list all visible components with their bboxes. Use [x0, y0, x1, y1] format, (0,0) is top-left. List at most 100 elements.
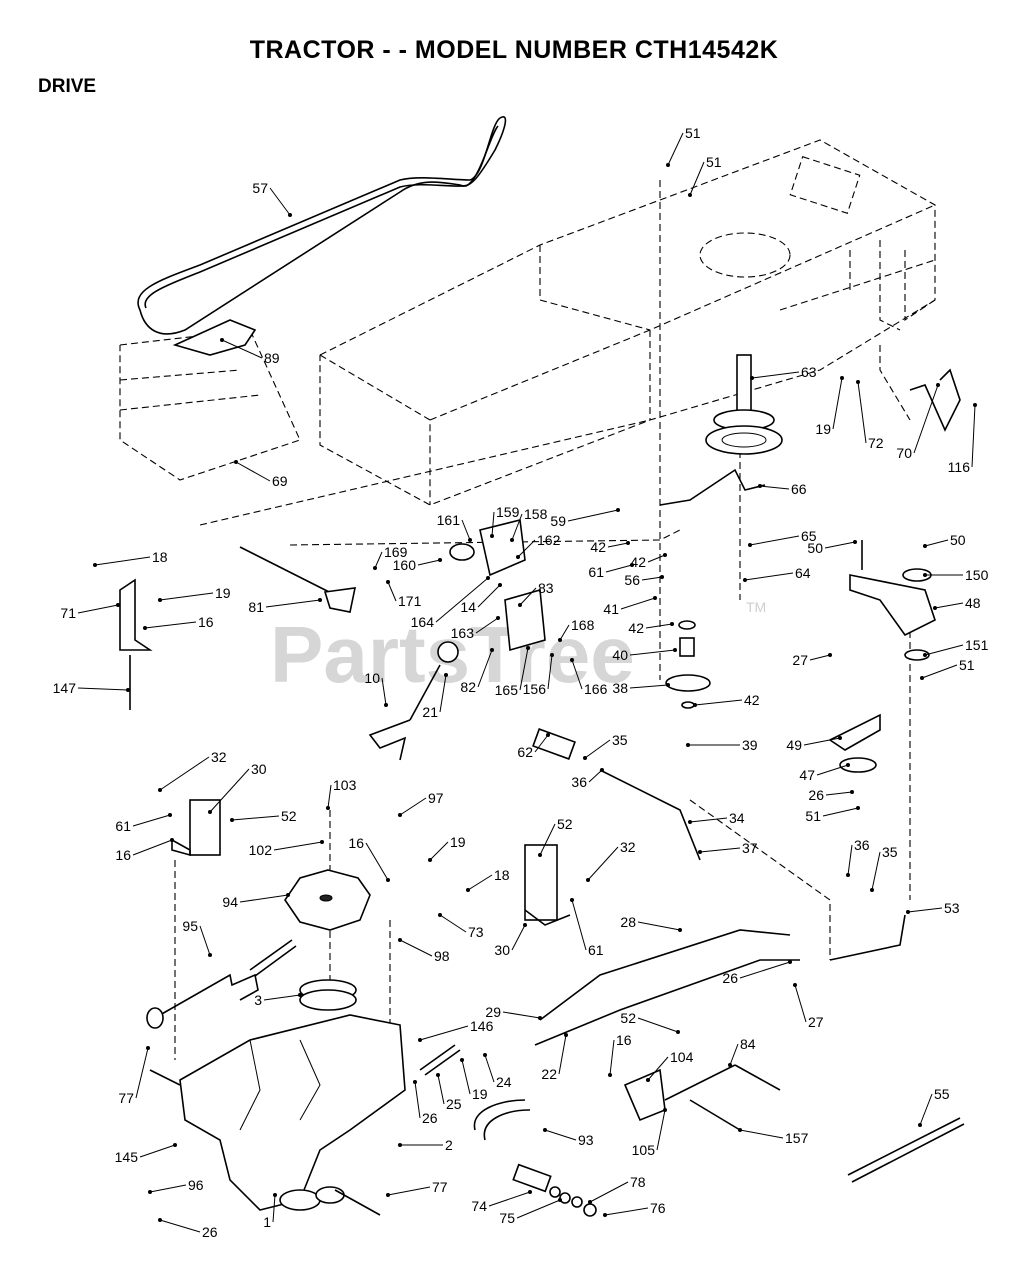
leader-line	[689, 817, 728, 823]
leader-tip	[918, 1123, 922, 1127]
callout-c165: 165	[495, 682, 519, 698]
leader-tip	[320, 840, 324, 844]
leader-tip	[528, 1190, 532, 1194]
callout-c48: 48	[965, 595, 981, 611]
leader-line	[159, 592, 214, 601]
leader-line	[269, 187, 291, 216]
leader-line	[604, 1207, 649, 1216]
page-title: TRACTOR - - MODEL NUMBER CTH14542K	[249, 36, 779, 64]
callout-c89: 89	[264, 350, 280, 366]
leader-line	[913, 384, 939, 454]
leader-line	[759, 485, 790, 490]
leader-line	[419, 1025, 469, 1041]
leader-line	[517, 539, 536, 558]
callout-c161: 161	[437, 512, 461, 528]
leader-line	[467, 874, 493, 891]
leader-line	[159, 1219, 201, 1233]
callout-c159: 159	[496, 504, 520, 520]
leader-tip	[436, 1073, 440, 1077]
leader-tip	[688, 820, 692, 824]
callout-c36b: 36	[854, 837, 870, 853]
leader-tip	[543, 1128, 547, 1132]
leader-tip	[170, 838, 174, 842]
callout-c104: 104	[670, 1049, 694, 1065]
callout-c156: 156	[523, 681, 547, 697]
leader-line	[558, 1034, 567, 1075]
leader-line	[461, 519, 471, 541]
callout-c102: 102	[249, 842, 273, 858]
callout-c97: 97	[428, 790, 444, 806]
leader-line	[609, 1039, 615, 1076]
leader-tip	[600, 768, 604, 772]
leader-line	[559, 624, 570, 641]
leader-line	[491, 511, 495, 537]
leader-tip	[666, 163, 670, 167]
leader-tip	[570, 658, 574, 662]
leader-line	[519, 587, 537, 606]
leader-tip	[386, 878, 390, 882]
leader-tip	[298, 993, 302, 997]
bracket-30-left	[171, 799, 221, 857]
callout-c18a: 18	[152, 549, 168, 565]
leader-line	[429, 841, 449, 861]
leader-tip	[564, 1033, 568, 1037]
leader-lines	[77, 132, 977, 1233]
callout-c49: 49	[786, 737, 802, 753]
leader-line	[265, 599, 321, 608]
bracket-71	[119, 578, 153, 651]
leader-tip	[856, 380, 860, 384]
leader-tip	[558, 1198, 562, 1202]
leader-line	[139, 1144, 176, 1158]
callout-c94: 94	[222, 894, 238, 910]
leader-line	[263, 994, 301, 1001]
leader-tip	[444, 673, 448, 677]
callout-c164: 164	[411, 614, 435, 630]
leader-line	[327, 784, 332, 809]
transaxle-pulley	[299, 979, 357, 1011]
transaxle	[149, 1014, 406, 1216]
shift-lever	[368, 641, 459, 761]
callout-c35b: 35	[882, 844, 898, 860]
leader-tip	[616, 508, 620, 512]
leader-tip	[973, 403, 977, 407]
leader-tip	[146, 1046, 150, 1050]
callout-c162: 162	[537, 532, 561, 548]
leader-line	[934, 602, 964, 609]
bracket-spring	[909, 368, 961, 432]
callout-c77b: 77	[432, 1179, 448, 1195]
callout-c24: 24	[496, 1074, 512, 1090]
leader-line	[239, 894, 289, 903]
leader-tip	[538, 853, 542, 857]
leader-tip	[748, 543, 752, 547]
leader-line	[571, 899, 587, 951]
leader-line	[539, 823, 556, 856]
leader-line	[221, 339, 263, 359]
callout-c95: 95	[182, 918, 198, 934]
leader-line	[231, 815, 280, 821]
leader-tip	[234, 460, 238, 464]
leader-line	[567, 509, 619, 522]
leader-line	[637, 921, 681, 931]
cross-shaft	[239, 546, 357, 613]
leader-line	[477, 584, 501, 608]
callout-c16b: 16	[348, 835, 364, 851]
leader-line	[794, 984, 807, 1023]
callout-c32a: 32	[211, 749, 227, 765]
leader-line	[749, 535, 800, 546]
idler-pulley-assembly	[705, 354, 783, 455]
leader-tip	[418, 1038, 422, 1042]
bushing-62	[532, 728, 576, 760]
callout-c65: 65	[801, 528, 817, 544]
callout-c26c: 26	[422, 1110, 438, 1126]
leader-tip	[853, 540, 857, 544]
callout-c50a: 50	[807, 540, 823, 556]
callout-c3: 3	[254, 992, 262, 1008]
leader-line	[699, 847, 741, 853]
leader-tip	[906, 910, 910, 914]
leader-tip	[850, 790, 854, 794]
leader-line	[516, 1199, 561, 1219]
leader-line	[919, 1093, 933, 1126]
callout-c81: 81	[248, 599, 264, 615]
leader-tip	[750, 376, 754, 380]
